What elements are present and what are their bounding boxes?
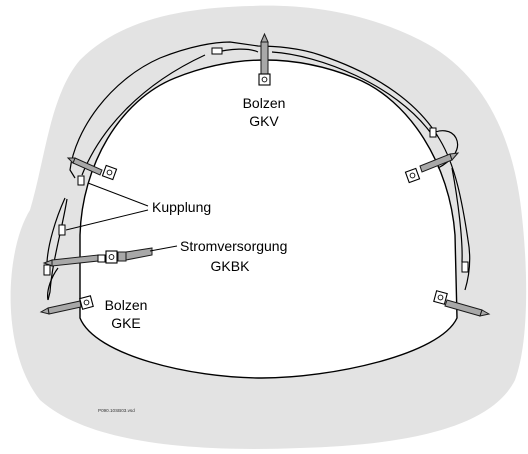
connector-box-icon <box>404 167 421 184</box>
cable-coupling-icon <box>43 264 51 276</box>
connector-box-icon <box>258 73 271 86</box>
connector-box-icon <box>101 164 118 181</box>
cable-coupling-icon <box>429 127 437 138</box>
label-gkv: GKV <box>249 113 279 129</box>
connector-box-icon <box>433 290 448 305</box>
rock-bolt-icon <box>444 299 491 317</box>
tunnel-profile <box>79 59 458 379</box>
rock-bolt-icon <box>39 300 82 315</box>
power-supply-plug-icon <box>97 247 153 264</box>
connector-box-icon <box>79 295 94 310</box>
rock-bolt-icon <box>260 32 269 75</box>
cable-coupling-icon <box>461 261 469 273</box>
monitoring-cable-inner <box>81 48 463 263</box>
leader-line-kupplung-lower <box>65 209 149 231</box>
label-bolzen-top: Bolzen <box>243 95 286 111</box>
label-bolzen-left: Bolzen <box>105 297 148 313</box>
cable-to-left-bolt <box>46 197 66 301</box>
leader-line-stromversorgung <box>149 245 178 252</box>
rock-bolt-icon <box>66 157 103 176</box>
leader-line-kupplung-upper <box>87 182 149 207</box>
cable-coupling-icon <box>211 47 223 55</box>
file-name-label: P090.10SB03.vsd <box>98 408 135 413</box>
label-stromversorgung: Stromversorgung <box>180 238 287 254</box>
cable-coupling-icon <box>77 175 85 186</box>
rock-bolt-icon <box>419 152 460 173</box>
label-gke: GKE <box>111 315 141 331</box>
label-kupplung: Kupplung <box>152 199 211 215</box>
label-gkbk: GKBK <box>211 258 251 274</box>
cable-coupling-icon <box>58 224 66 236</box>
